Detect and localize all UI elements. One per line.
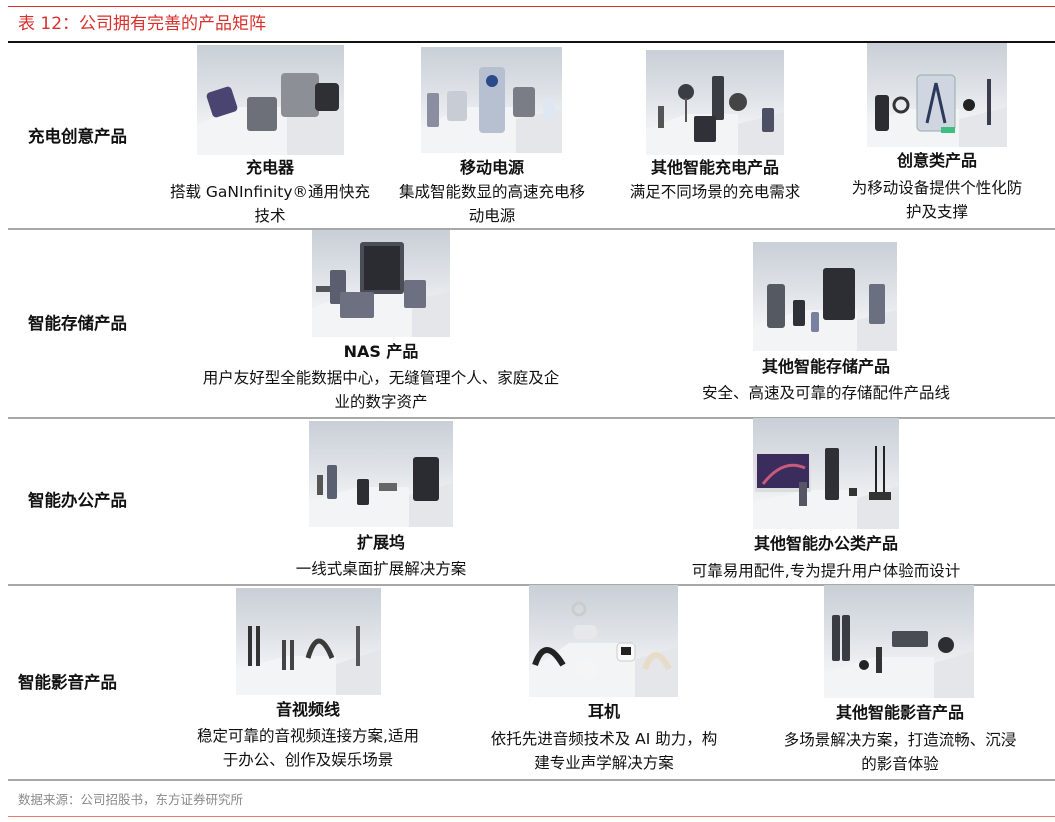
category-smart-storage: 智能存储产品 <box>28 314 127 333</box>
table-bottom-rule <box>8 779 1055 781</box>
product-desc-other-charging: 满足不同场景的充电需求 <box>629 183 801 201</box>
product-name-other-av: 其他智能影音产品 <box>835 703 964 722</box>
product-name-creative-accessories: 创意类产品 <box>896 151 977 170</box>
docking-station-product-image <box>309 421 453 527</box>
other-charging-product-image <box>646 50 784 155</box>
product-name-chargers: 充电器 <box>245 158 294 177</box>
product-name-other-office: 其他智能办公类产品 <box>753 534 898 553</box>
product-desc-docking-station: 一线式桌面扩展解决方案 <box>295 560 467 578</box>
top-red-rule <box>8 6 1055 7</box>
category-smart-office: 智能办公产品 <box>28 491 127 510</box>
product-desc-nas: 用户友好型全能数据中心，无缝管理个人、家庭及企 业的数字资产 <box>202 369 560 411</box>
av-cables-product-image <box>236 588 381 695</box>
product-desc-headphones: 依托先进音频技术及 AI 助力，构 建专业声学解决方案 <box>490 730 718 772</box>
other-office-product-image <box>753 418 899 529</box>
category-charging-creative: 充电创意产品 <box>28 127 127 146</box>
product-name-nas: NAS 产品 <box>343 342 419 361</box>
product-desc-other-av: 多场景解决方案，打造流畅、沉浸 的影音体验 <box>783 731 1017 773</box>
product-desc-creative-accessories: 为移动设备提供个性化防 护及支撑 <box>851 179 1023 221</box>
category-smart-av: 智能影音产品 <box>18 673 117 692</box>
product-name-other-storage: 其他智能存储产品 <box>761 357 890 376</box>
bottom-red-rule <box>8 816 1055 817</box>
headphones-product-image <box>529 585 678 697</box>
table-title: 表 12：公司拥有完善的产品矩阵 <box>18 14 267 34</box>
row-divider <box>8 417 1055 419</box>
data-source-note: 数据来源：公司招股书，东方证券研究所 <box>18 792 244 807</box>
product-name-av-cables: 音视频线 <box>275 700 340 719</box>
other-av-product-image <box>824 585 974 698</box>
product-name-other-charging: 其他智能充电产品 <box>650 158 779 177</box>
product-name-docking-station: 扩展坞 <box>356 533 405 552</box>
product-desc-chargers: 搭载 GaNInfinity®通用快充 技术 <box>169 183 371 225</box>
product-desc-other-storage: 安全、高速及可靠的存储配件产品线 <box>701 384 950 402</box>
product-desc-av-cables: 稳定可靠的音视频连接方案,适用 于办公、创作及娱乐场景 <box>197 727 419 769</box>
creative-accessories-product-image <box>867 43 1007 147</box>
product-name-headphones: 耳机 <box>587 702 620 721</box>
chargers-product-image <box>197 45 344 155</box>
nas-product-image <box>312 230 450 337</box>
product-desc-power-banks: 集成智能数显的高速充电移 动电源 <box>398 183 585 225</box>
other-storage-product-image <box>753 242 897 351</box>
power-banks-product-image <box>421 47 562 153</box>
product-name-power-banks: 移动电源 <box>459 158 524 177</box>
product-desc-other-office: 可靠易用配件,专为提升用户体验而设计 <box>691 562 961 580</box>
header-rule <box>8 41 1055 43</box>
row-divider <box>8 228 1055 230</box>
